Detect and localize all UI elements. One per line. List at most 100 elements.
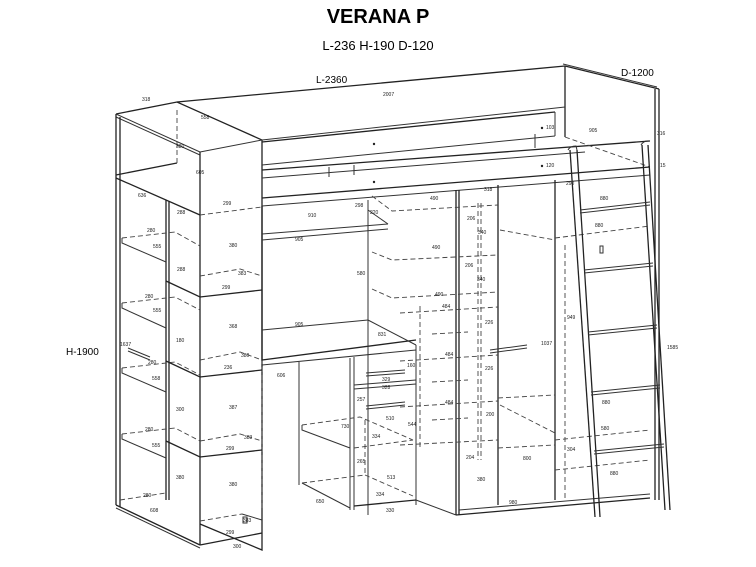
length-dimension: L-2360 (316, 75, 348, 86)
dimension-left-col-w1: 299 (223, 201, 232, 207)
dimension-left-shelf-w4: 280 (145, 427, 154, 433)
dimension-desk-back-width: 905 (295, 237, 304, 243)
dimension-left-shelf-d2: 555 (153, 308, 162, 314)
dimension-wardrobe-base-shelf: 800 (523, 456, 532, 462)
dimension-mid-shelf-w1: 383 (238, 271, 247, 277)
dimension-left-col-h2: 288 (177, 267, 186, 273)
dimension-mid-col-h3: 387 (229, 405, 238, 411)
dimension-wardrobe-top: 318 (484, 187, 493, 193)
dimension-bed-length: 2007 (383, 92, 395, 98)
dimension-drawer-2-width: 328 (382, 385, 391, 391)
wardrobe (371, 180, 651, 516)
dimension-desk-shelf-depth: 220 (370, 210, 379, 216)
dimension-wardrobe-h2: 206 (465, 263, 474, 269)
dimension-mid-base-d: 299 (226, 530, 235, 536)
dimension-wardrobe-hang-h: 949 (567, 315, 576, 321)
dimension-left-shelf-d3: 558 (152, 376, 161, 382)
dimension-left-base-w: 280 (143, 493, 152, 499)
dimension-bed-side-height: 316 (657, 131, 666, 137)
dimension-wardrobe-shelf-3: 490 (435, 292, 444, 298)
dimension-drawer-depth: 544 (408, 422, 417, 428)
dimension-desk-width: 905 (295, 322, 304, 328)
dimension-mid-shelf-d3: 299 (226, 446, 235, 452)
left-shelves (119, 231, 201, 501)
dimension-left-col-h3: 180 (176, 338, 185, 344)
dimension-left-base-d: 608 (150, 508, 159, 514)
dimension-wardrobe-shelf-3d: 484 (442, 304, 451, 310)
dimension-wardrobe-h1: 206 (467, 216, 476, 222)
dimension-wardrobe-shelf-2: 490 (432, 245, 441, 251)
dimension-left-col-h5: 380 (176, 475, 185, 481)
dimension-ladder-shelf-4: 580 (601, 426, 610, 432)
hanger-rod (127, 347, 151, 361)
dimension-drawer-2-height: 257 (357, 397, 366, 403)
bed-frame (176, 63, 660, 500)
dimension-left-shelf-w3: 280 (148, 360, 157, 366)
dimension-desk-shelf-width: 910 (308, 213, 317, 219)
dimension-drawer-2-handle: 510 (386, 416, 395, 422)
dimension-mid-col-h4: 380 (229, 482, 238, 488)
dimension-desk-height: 580 (357, 271, 366, 277)
dimension-wardrobe-rod: 1037 (541, 341, 553, 347)
dimension-desk-cab-front: 330 (386, 508, 395, 514)
dimension-hanger-length: 1637 (120, 342, 132, 348)
dimension-left-shelf-w1: 280 (147, 228, 156, 234)
desk (261, 200, 457, 516)
dimension-shelf-top-width: 318 (142, 97, 151, 103)
dimension-shelf-top-inner: 605 (196, 170, 205, 176)
dimension-left-col-h1: 288 (177, 210, 186, 216)
dimension-desk-leg-depth: 606 (277, 373, 286, 379)
ladder (567, 140, 671, 518)
dimension-mid-col-h1: 380 (229, 243, 238, 249)
dimension-left-col-depth: 636 (138, 193, 147, 199)
dimension-left-shelf-d1: 555 (153, 244, 162, 250)
dimension-mid-shelf-w2: 380 (241, 353, 250, 359)
dimension-desk-cab-shelf: 334 (372, 434, 381, 440)
dimension-desk-cab-base-w: 334 (376, 492, 385, 498)
dimension-ladder-shelf-1: 880 (600, 196, 609, 202)
dimension-rail-1: 103 (546, 125, 555, 131)
dimension-rail-2: 120 (546, 163, 555, 169)
dimension-drawer-1-width: 329 (382, 377, 391, 383)
dimension-wardrobe-h5: 200 (486, 412, 495, 418)
left-shelf-tower (115, 101, 263, 551)
depth-dimension: D-1200 (621, 68, 654, 79)
dimension-wardrobe-base-d: 380 (477, 477, 486, 483)
dimension-bed-total-height: 1585 (667, 345, 679, 351)
dimension-bed-depth: 905 (589, 128, 598, 134)
dimension-ladder-base-h: 304 (567, 447, 576, 453)
dimension-mid-base-front: 300 (233, 544, 242, 550)
dimension-left-shelf-w2: 280 (145, 294, 154, 300)
dimension-wardrobe-h4: 226 (485, 366, 494, 372)
dimension-ladder-top: 290 (566, 181, 575, 187)
dimension-wardrobe-base-h: 204 (466, 455, 475, 461)
dimension-wardrobe-d3: 484 (445, 352, 454, 358)
dimension-ladder-base-d: 880 (610, 471, 619, 477)
dimension-ladder-shelf-3: 880 (602, 400, 611, 406)
height-dimension: H-1900 (66, 347, 99, 358)
dimension-shelf-top-height: 380 (176, 144, 185, 150)
dimension-mid-shelf-w3: 383 (244, 435, 253, 441)
dimension-wardrobe-shelf-1: 490 (430, 196, 439, 202)
dimension-desk-cab-base-d: 513 (387, 475, 396, 481)
dimension-desk-cab-h: 265 (357, 459, 366, 465)
dimension-left-col-h4: 300 (176, 407, 185, 413)
dimension-wardrobe-d4: 484 (445, 400, 454, 406)
dimension-mid-shelf-d2: 236 (224, 365, 233, 371)
dimension-wardrobe-d2: 340 (477, 277, 486, 283)
dimension-wardrobe-base-w: 980 (509, 500, 518, 506)
dimension-wardrobe-d1: 340 (478, 230, 487, 236)
dimension-desk-depth: 831 (378, 332, 387, 338)
dimension-ladder-shelf-2: 880 (595, 223, 604, 229)
product-dimensions: L-236 H-190 D-120 (322, 38, 434, 53)
dimension-left-shelf-d4: 555 (152, 443, 161, 449)
dimension-wardrobe-h3: 226 (485, 320, 494, 326)
dimension-shelf-top-depth: 558 (201, 115, 210, 121)
dimension-drawer-1-handle: 160 (407, 363, 416, 369)
dimension-mid-base-w: 383 (243, 518, 252, 524)
dimension-desk-leg-base: 650 (316, 499, 325, 505)
dimension-desk-shelf-top: 298 (355, 203, 364, 209)
dimension-desk-leg-height: 730 (341, 424, 350, 430)
dimension-rail-gap: 15 (660, 163, 666, 169)
